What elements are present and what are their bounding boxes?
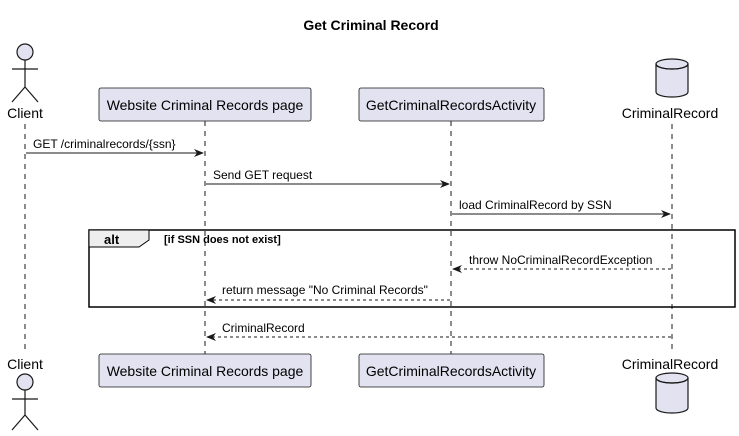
message-1: GET /criminalrecords/{ssn}	[26, 137, 204, 157]
actor-stick-figure-icon	[11, 43, 39, 103]
message-4-label: throw NoCriminalRecordException	[469, 253, 652, 267]
alt-fragment-condition: [if SSN does not exist]	[164, 234, 281, 246]
message-4: throw NoCriminalRecordException	[452, 253, 671, 273]
message-1-label: GET /criminalrecords/{ssn}	[33, 137, 176, 151]
message-3-label: load CriminalRecord by SSN	[459, 198, 612, 212]
participant-activity-bottom: GetCriminalRecordsActivity	[358, 353, 545, 388]
message-5: return message "No Criminal Records"	[206, 283, 450, 304]
participant-website-label-bottom: Website Criminal Records page	[107, 363, 304, 379]
participant-db-label-top: CriminalRecord	[622, 105, 718, 121]
message-5-label: return message "No Criminal Records"	[222, 283, 428, 297]
database-cylinder-icon	[655, 372, 689, 414]
participant-website-top: Website Criminal Records page	[98, 87, 312, 122]
participant-client-label-bottom: Client	[7, 356, 43, 372]
alt-fragment: alt [if SSN does not exist]	[88, 229, 736, 308]
alt-fragment-label: alt	[104, 232, 120, 247]
database-cylinder-icon	[655, 58, 689, 98]
participant-activity-label-bottom: GetCriminalRecordsActivity	[366, 363, 536, 379]
participant-client-label-top: Client	[7, 105, 43, 121]
participant-activity-label-top: GetCriminalRecordsActivity	[366, 97, 536, 113]
diagram-title: Get Criminal Record	[303, 17, 438, 33]
participant-website-label-top: Website Criminal Records page	[107, 97, 304, 113]
message-2: Send GET request	[206, 168, 450, 188]
message-6: CriminalRecord	[206, 321, 671, 341]
participant-website-bottom: Website Criminal Records page	[98, 353, 312, 388]
participant-db-label-bottom: CriminalRecord	[622, 356, 718, 372]
message-2-label: Send GET request	[213, 168, 313, 182]
message-6-label: CriminalRecord	[222, 321, 305, 335]
participant-activity-top: GetCriminalRecordsActivity	[358, 87, 545, 122]
actor-stick-figure-icon	[11, 373, 39, 431]
message-3: load CriminalRecord by SSN	[452, 198, 671, 218]
